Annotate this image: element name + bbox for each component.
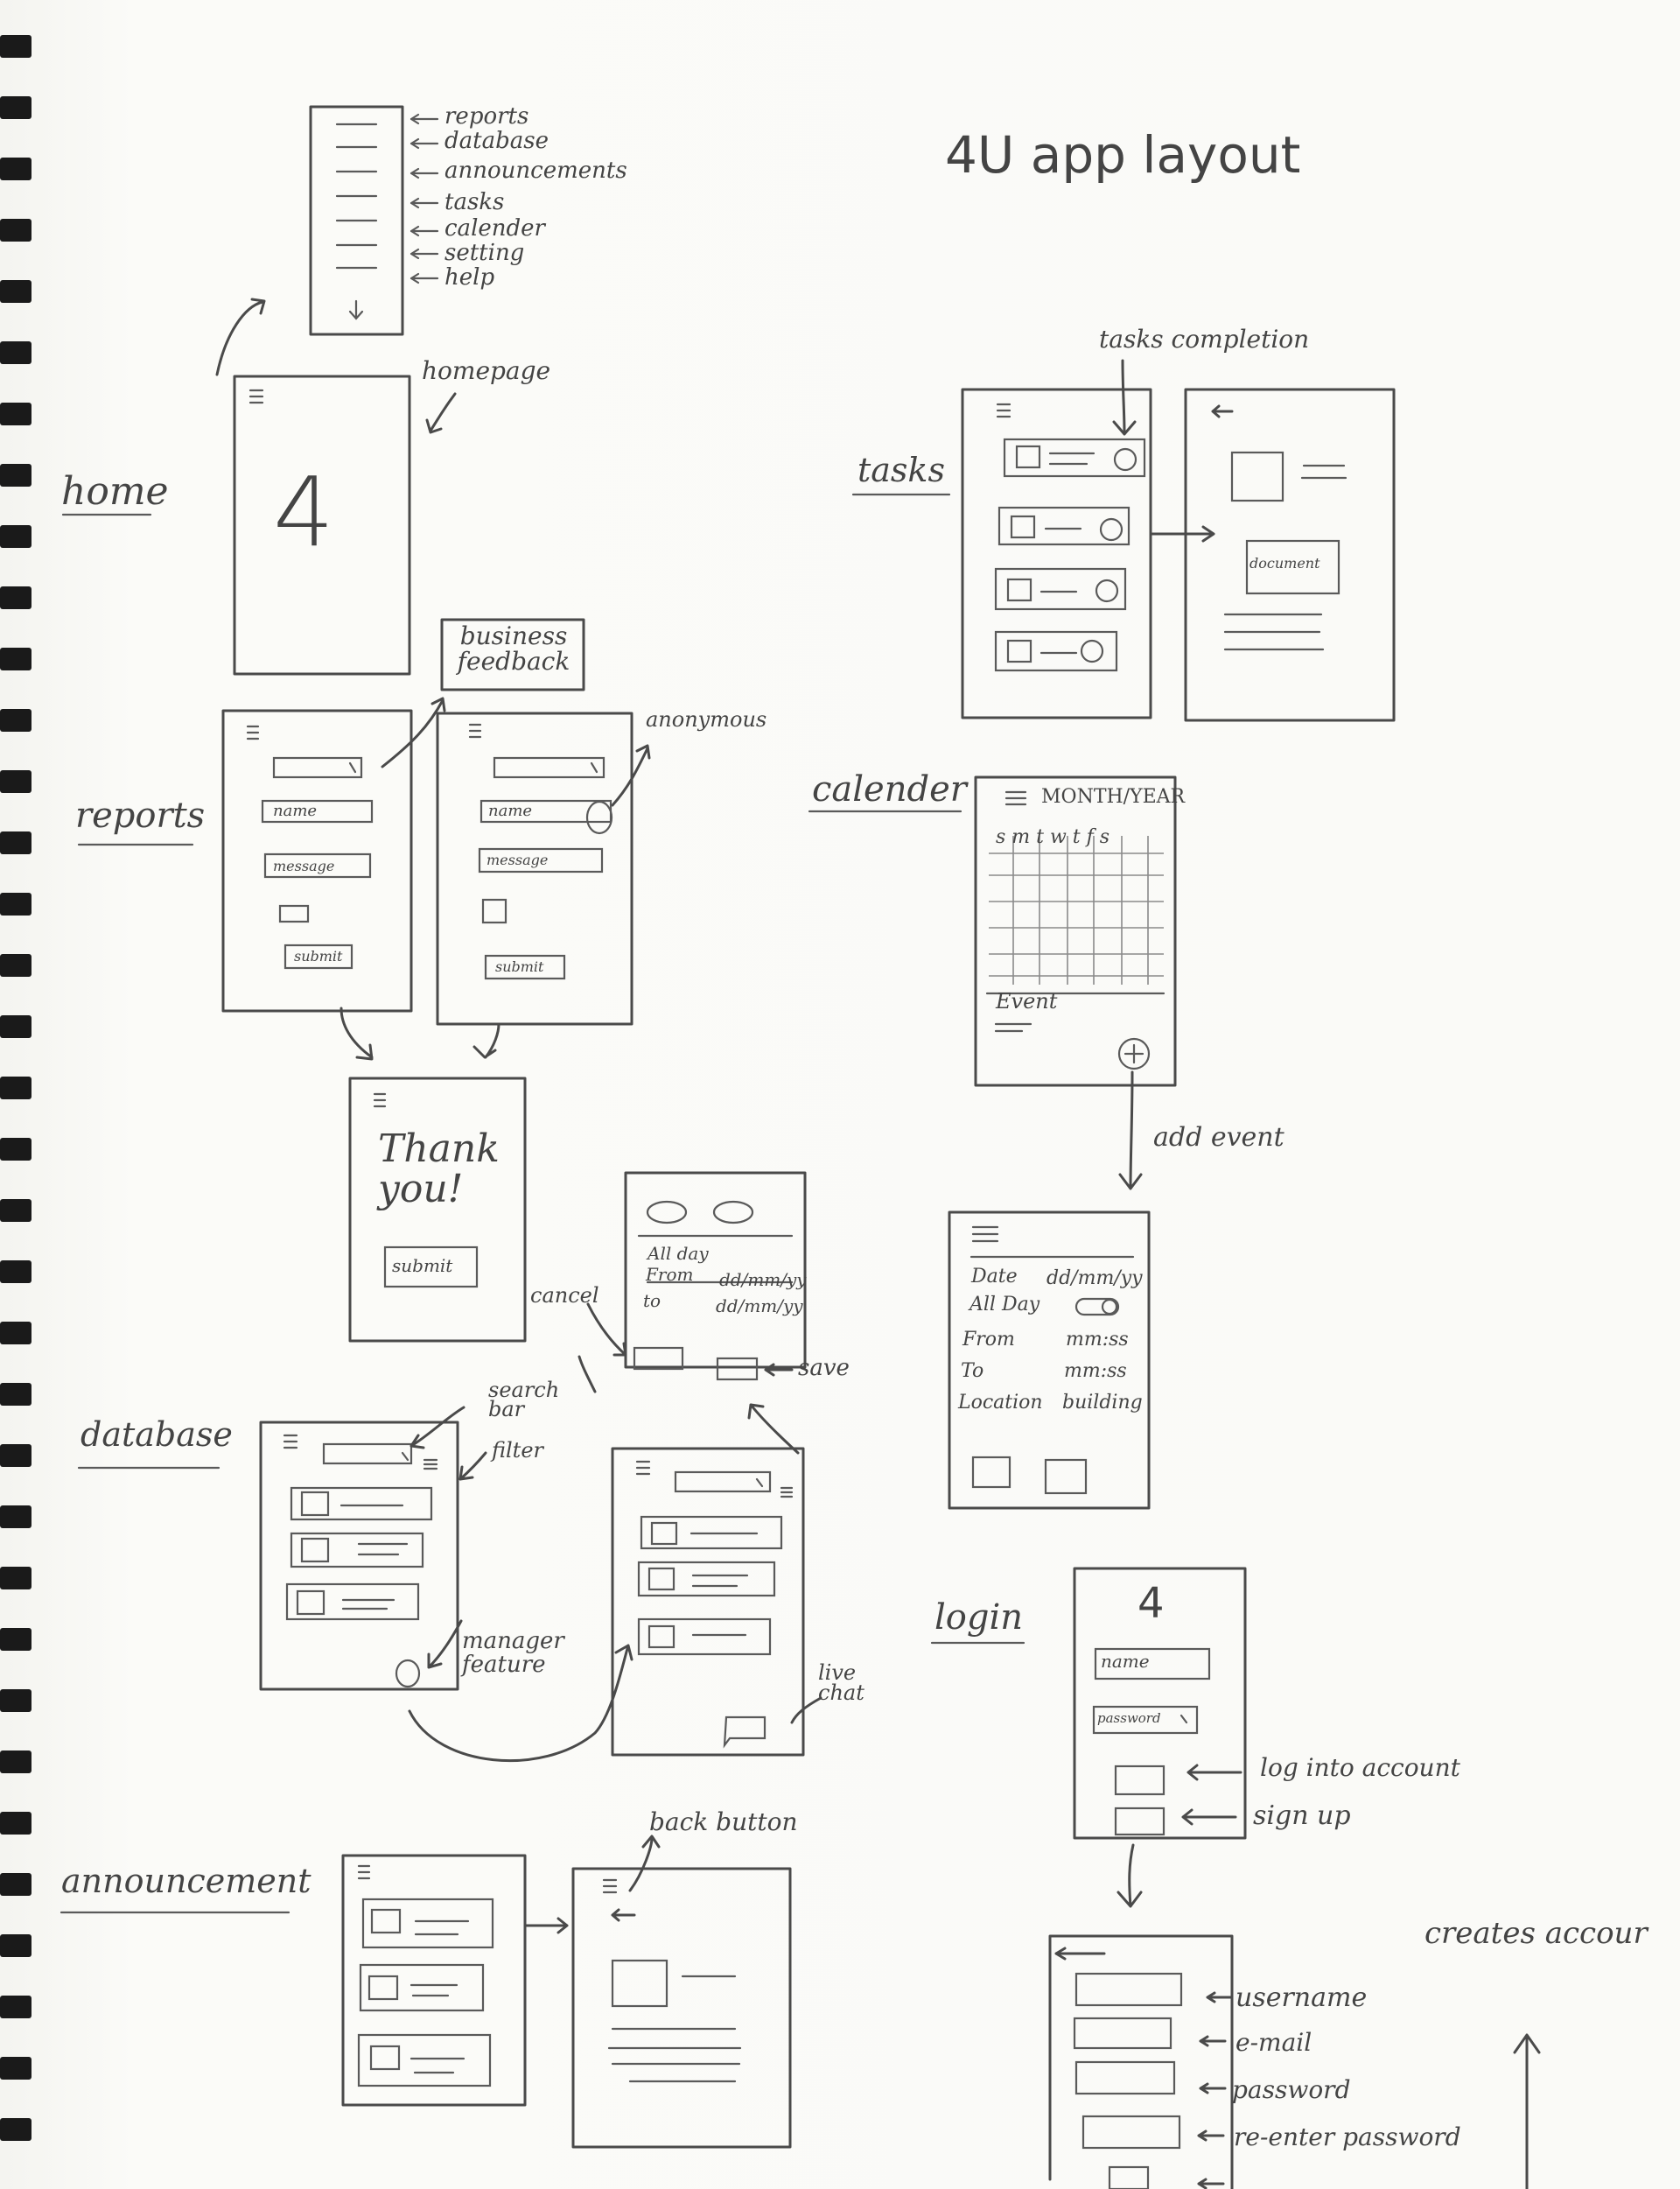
event-a-to: to: [643, 1290, 662, 1311]
save-note: save: [798, 1355, 850, 1381]
notebook-binding: [0, 35, 32, 2141]
anonymous-note: anonymous: [646, 707, 767, 732]
menu-item-tasks: tasks: [444, 189, 505, 215]
signup-password-label: password: [1232, 2075, 1351, 2104]
section-label-login: login: [934, 1597, 1024, 1638]
anon-name-field: name: [488, 802, 533, 820]
calender-screen: [808, 775, 1177, 1190]
menu-item-help: help: [444, 264, 495, 291]
business-feedback-note: business feedback: [457, 621, 570, 677]
search-bar-note: search bar: [488, 1378, 560, 1421]
login-password-field: password: [1097, 1710, 1161, 1726]
sign-up-note: sign up: [1253, 1800, 1351, 1831]
menu-item-announcements: announcements: [444, 158, 627, 184]
section-label-reports: reports: [75, 796, 206, 836]
report-name-field: name: [273, 802, 318, 820]
database-screens: [77, 1355, 822, 1763]
menu-screen: [309, 105, 439, 336]
menu-item-calender: calender: [444, 215, 545, 242]
signup-email-label: e-mail: [1236, 2028, 1312, 2057]
login-screens: [930, 1567, 1541, 2189]
menu-item-setting: setting: [444, 240, 525, 266]
creates-account-note: creates accour: [1424, 1916, 1648, 1951]
event-b-date-value: dd/mm/yy: [1046, 1267, 1143, 1289]
tasks-screens: [851, 359, 1396, 722]
event-b-allday: All Day: [970, 1294, 1040, 1316]
event-form-b: [948, 1210, 1151, 1510]
signup-reenter-password-label: re-enter password: [1234, 2122, 1461, 2151]
event-b-from-value: mm:ss: [1066, 1329, 1129, 1351]
event-b-from: From: [962, 1329, 1015, 1351]
report-submit-button: submit: [294, 948, 343, 965]
signup-username-label: username: [1236, 1982, 1368, 2013]
home-screen: [61, 298, 457, 676]
event-a-from: From: [646, 1264, 694, 1285]
tasks-completion-note: tasks completion: [1099, 325, 1310, 354]
diagram-title: 4U app layout: [945, 125, 1301, 185]
section-label-tasks: tasks: [858, 451, 945, 489]
thank-you-text: Thank you!: [378, 1126, 500, 1212]
document-label: document: [1250, 555, 1320, 572]
event-b-location: Location: [958, 1392, 1043, 1414]
event-a-allday: All day: [648, 1243, 709, 1264]
manager-feature-note: manager feature: [462, 1628, 564, 1679]
section-label-database: database: [80, 1415, 233, 1454]
anon-message-field: message: [486, 852, 549, 868]
home-logo: 4: [273, 456, 334, 568]
calender-month-year: MONTH/YEAR: [1041, 786, 1186, 808]
section-label-calender: calender: [812, 769, 967, 810]
reports-screens: [77, 618, 651, 1061]
thank-you-submit-button: submit: [392, 1255, 453, 1276]
section-label-announcement: announcement: [61, 1862, 312, 1900]
back-button-note: back button: [649, 1807, 798, 1836]
menu-item-database: database: [444, 128, 549, 154]
menu-item-reports: reports: [444, 103, 529, 130]
event-b-to-value: mm:ss: [1064, 1360, 1127, 1382]
event-b-location-value: building: [1062, 1392, 1143, 1414]
calender-event-label: Event: [996, 989, 1058, 1014]
calender-weekdays: s m t w t f s: [996, 826, 1110, 848]
homepage-note: homepage: [422, 356, 551, 385]
live-chat-note: live chat: [818, 1660, 864, 1705]
event-a-from-value: dd/mm/yy: [719, 1269, 807, 1290]
login-name-field: name: [1101, 1651, 1150, 1672]
section-label-home: home: [61, 469, 169, 514]
log-into-account-note: log into account: [1260, 1753, 1460, 1782]
cancel-note: cancel: [530, 1283, 599, 1308]
filter-note: filter: [492, 1438, 544, 1463]
event-form-a: [586, 1171, 807, 1381]
thank-you-screen: [348, 1077, 527, 1343]
event-a-to-value: dd/mm/yy: [716, 1295, 803, 1316]
event-b-date: Date: [971, 1266, 1018, 1287]
login-logo: 4: [1138, 1579, 1165, 1628]
add-event-note: add event: [1153, 1122, 1284, 1153]
report-message-field: message: [273, 858, 335, 874]
event-b-to: To: [961, 1360, 984, 1382]
anon-submit-button: submit: [495, 958, 544, 975]
announcement-screens: [60, 1835, 792, 2149]
